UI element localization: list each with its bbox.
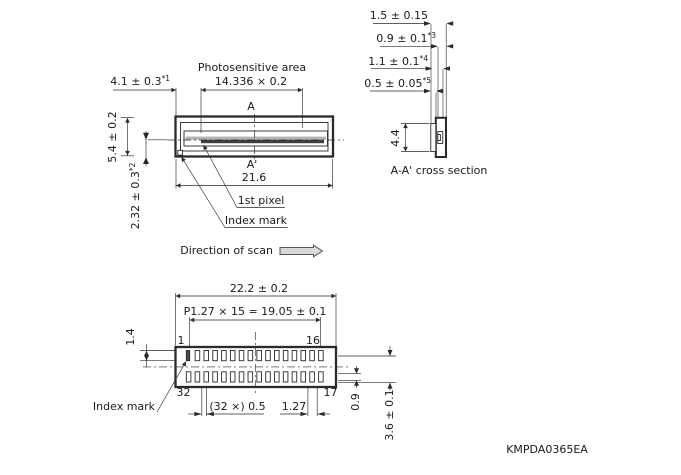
dim-pin-pitch: 1.27 [281,400,307,413]
back-dim-pin-width [188,388,264,417]
back-dim-pin-pitch [280,388,330,417]
pin-number-17: 17 [323,386,338,399]
cross-section-dim-height [401,123,430,152]
pin-number-16: 16 [306,334,320,347]
pin [265,371,271,383]
back-index-mark-leader [156,361,187,413]
pin [229,371,236,383]
pin [229,350,236,362]
dim-pin-pitch-total: P1.27 × 15 = 19.05 ± 0.1 [183,304,327,318]
pin [247,350,254,362]
pin [309,371,315,383]
pin [194,371,201,383]
pin-row-bottom [185,371,324,383]
index-mark-label-back: Index mark [92,399,156,413]
pin [212,371,218,383]
pin-number-32: 32 [176,386,191,399]
direction-of-scan-label: Direction of scan [180,244,273,257]
front-photosensitive-frame [183,130,328,147]
front-dim-package-height [121,117,134,157]
pin [291,371,298,383]
cross-section-extension-lines [430,24,447,123]
dim-package-height: 5.4 ± 0.2 [106,111,119,163]
pin [265,350,271,362]
dim-back-height: 3.6 ± 0.1 [383,388,396,441]
cross-section-protrusion [430,123,437,152]
pin [203,371,209,383]
index-mark-label-front: Index mark [224,214,288,227]
pin [203,350,209,362]
pin [300,350,307,362]
pin [238,350,245,362]
pin [185,371,192,383]
front-index-mark-square [177,149,184,156]
dim-total-thickness: 1.5 ± 0.15 [369,9,428,22]
pin [282,371,289,383]
cross-section-caption: A-A' cross section [390,164,488,177]
pin [194,350,201,362]
cross-section-step-inner [437,134,441,141]
front-pixel-line [201,139,324,144]
document-number: KMPDA0365EA [506,443,588,456]
pin [221,371,227,383]
dim-package-width-back: 22.2 ± 0.2 [229,282,289,295]
section-a-prime-label: A' [246,158,258,171]
pin-number-1: 1 [177,334,185,347]
pin [318,371,324,383]
front-leaders [181,144,288,228]
dim-pin-length: 1.4 [123,328,137,346]
pin [274,371,280,383]
pin [282,350,289,362]
pin-row-top [185,350,324,362]
pin [309,350,315,362]
front-dim-center-to-bottom [143,131,167,166]
pin [318,350,324,362]
dim-pin-width: (32 ×) 0.5 [209,400,266,413]
pin [291,350,298,362]
dim-photosensitive-width: 14.336 × 0.2 [214,75,288,88]
pin [256,350,262,362]
back-view-drawing [140,293,396,417]
front-dim-top [113,87,303,133]
pin [274,350,280,362]
index-pin [185,350,191,362]
cross-section-drawing [370,21,454,159]
back-dim-pin-span [189,317,321,348]
pin [212,350,218,362]
front-dim-package-width [175,159,333,189]
back-dim-height [338,346,396,391]
front-photosensitive-strip [185,136,326,140]
pin [256,371,262,383]
back-dim-package-width [175,293,337,346]
pin [221,350,227,362]
dim-offset-left: 4.1 ± 0.3*1 [110,74,170,88]
pin [238,371,245,383]
photosensitive-area-label: Photosensitive area [197,61,307,74]
first-pixel-label: 1st pixel [237,194,285,207]
dim-package-width-front: 21.6 [241,171,267,184]
pin [247,371,254,383]
dim-cross-height: 4.4 [389,128,402,147]
direction-of-scan-arrow [279,244,324,258]
dim-protrusion: 0.5 ± 0.05*5 [364,76,431,90]
dim-base-thickness: 1.1 ± 0.1*4 [368,53,428,68]
back-dim-pin-bottom [338,366,361,388]
back-dim-pin-length [140,344,176,368]
dim-center-to-bottom: 2.32 ± 0.3*2 [128,162,142,230]
cross-section-dim-rows [370,21,454,94]
front-view-drawing [113,87,344,258]
pin [300,371,307,383]
dim-window-thickness: 0.9 ± 0.1*3 [376,31,436,45]
dim-pin-bottom: 0.9 [348,392,362,411]
section-a-label: A [247,100,255,113]
